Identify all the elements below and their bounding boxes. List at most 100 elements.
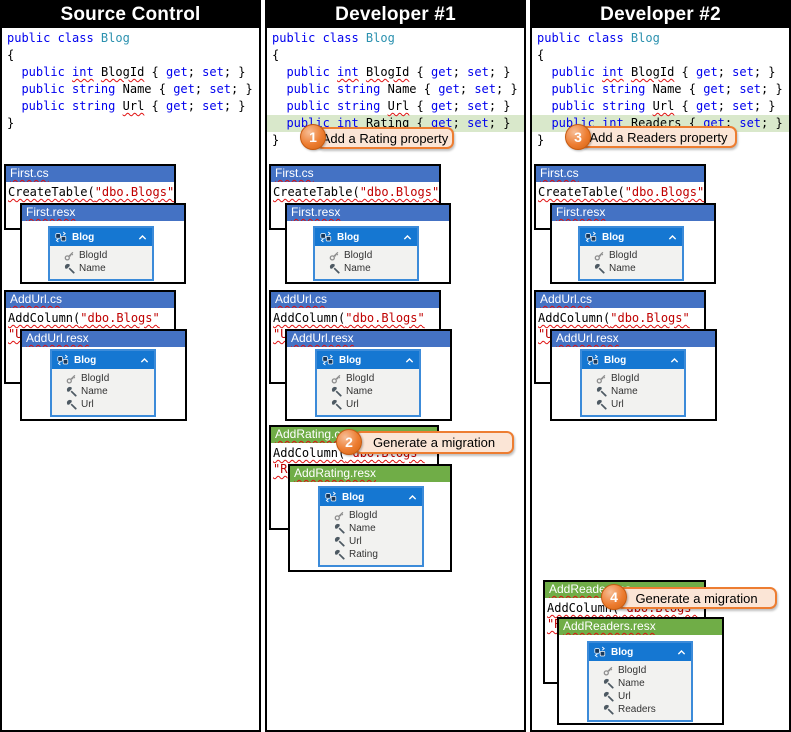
file-card-titlebar: AddReaders.resx (559, 619, 722, 635)
code-token: ; (717, 65, 733, 79)
code-token: ; (724, 116, 740, 130)
chevron-up-icon (140, 357, 149, 364)
code-token: public class (537, 31, 631, 45)
code-token: string (337, 82, 381, 96)
wrench-icon (334, 549, 345, 560)
code-token: { (409, 99, 431, 113)
wrench-icon (331, 386, 342, 397)
file-card-titlebar: AddUrl.cs (271, 292, 439, 308)
code-token (537, 82, 551, 96)
entity-row-label: Rating (349, 549, 378, 560)
collapse-toggle[interactable] (677, 649, 686, 656)
entity-header: Blog (582, 351, 684, 369)
collapse-toggle[interactable] (405, 357, 414, 364)
code-token (645, 99, 652, 113)
entity-row-label: Name (79, 263, 106, 274)
code-line: CreateTable("dbo.Blogs" (273, 184, 439, 200)
file-card-title: First.resx (291, 205, 341, 219)
annotation-number: 2 (345, 434, 353, 450)
code-token (272, 116, 286, 130)
code-line-highlighted: public int Readers { get; set; } (532, 115, 789, 132)
entity-header: Blog (50, 228, 152, 246)
code-token: ; } (753, 65, 776, 79)
collapse-toggle[interactable] (140, 357, 149, 364)
code-token: set (732, 65, 754, 79)
code-token: int (602, 116, 624, 130)
file-card-title: AddReaders.cs (549, 582, 632, 596)
code-token (272, 82, 286, 96)
wrench-icon (594, 263, 605, 274)
code-token: "dbo.Blogs" (345, 311, 425, 325)
code-line: public class Blog (7, 30, 259, 47)
file-card-titlebar: First.resx (22, 205, 184, 221)
key-icon (596, 373, 607, 384)
file-card-titlebar: First.cs (536, 166, 704, 182)
code-token (380, 99, 387, 113)
code-token (537, 116, 551, 130)
collapse-toggle[interactable] (403, 234, 412, 241)
code-token: ; } (488, 99, 511, 113)
code-token (7, 99, 21, 113)
collapse-toggle[interactable] (408, 494, 417, 501)
code-token: get (430, 116, 453, 130)
code-token: set (739, 116, 762, 130)
code-token: Readers { (623, 116, 704, 130)
file-card-titlebar: First.cs (6, 166, 174, 182)
entity-header: Blog (315, 228, 417, 246)
file-card-title: AddUrl.resx (291, 331, 354, 345)
code-token (7, 82, 21, 96)
file-card-title: AddUrl.cs (10, 292, 63, 306)
code-token: ; } (753, 99, 776, 113)
entity-name: Blog (611, 646, 634, 658)
file-card-code: CreateTable("dbo.Blogs" (536, 182, 704, 200)
annotation-step-badge: 2 (336, 429, 362, 455)
code-token: "R (547, 617, 562, 631)
code-token: Name { (380, 82, 439, 96)
file-card-code: CreateTable("dbo.Blogs" (6, 182, 174, 200)
code-token: { (144, 65, 166, 79)
code-line: { (272, 47, 524, 64)
file-card-titlebar: First.cs (271, 166, 439, 182)
code-token: "U (8, 327, 23, 341)
code-token: CreateTable( (538, 185, 625, 199)
collapse-toggle[interactable] (670, 357, 679, 364)
code-token: Url (387, 99, 410, 113)
file-card-code: CreateTable("dbo.Blogs" (271, 182, 439, 200)
code-line: public int BlogId { get; set; } (7, 64, 259, 81)
entity-row: Url (334, 535, 420, 548)
code-line: CreateTable("dbo.Blogs" (538, 184, 704, 200)
entity-name: Blog (72, 231, 95, 243)
code-token: public (551, 116, 603, 130)
file-card-code: AddColumn("dbo.Blogs""U (536, 308, 704, 342)
code-token (272, 99, 286, 113)
code-token: Rating { (358, 116, 431, 130)
code-token: ; (724, 82, 740, 96)
file-card-titlebar: AddReaders.cs (545, 582, 704, 598)
code-line: AddColumn("dbo.Blogs" (547, 600, 704, 616)
code-token: AddColumn( (273, 311, 346, 325)
code-token: } (7, 116, 15, 130)
code-line: { (7, 47, 259, 64)
wrench-icon (334, 536, 345, 547)
entity-row: Url (603, 690, 689, 703)
code-token: get (703, 116, 725, 130)
wrench-icon (66, 399, 77, 410)
key-icon (594, 250, 605, 261)
code-token: Blog (630, 31, 660, 45)
wrench-icon (64, 263, 75, 274)
code-token: ; } (223, 65, 246, 79)
collapse-toggle[interactable] (668, 234, 677, 241)
code-token: AddColumn( (8, 311, 81, 325)
code-token: get (696, 99, 718, 113)
code-token: string (337, 99, 381, 113)
entity-row: BlogId (66, 372, 152, 385)
file-card-titlebar: AddUrl.cs (536, 292, 704, 308)
file-card-code: AddColumn("dbo.Blogs""R (271, 443, 437, 477)
collapse-toggle[interactable] (138, 234, 147, 241)
file-card-title: First.cs (540, 166, 579, 180)
entity-icon (322, 354, 334, 366)
